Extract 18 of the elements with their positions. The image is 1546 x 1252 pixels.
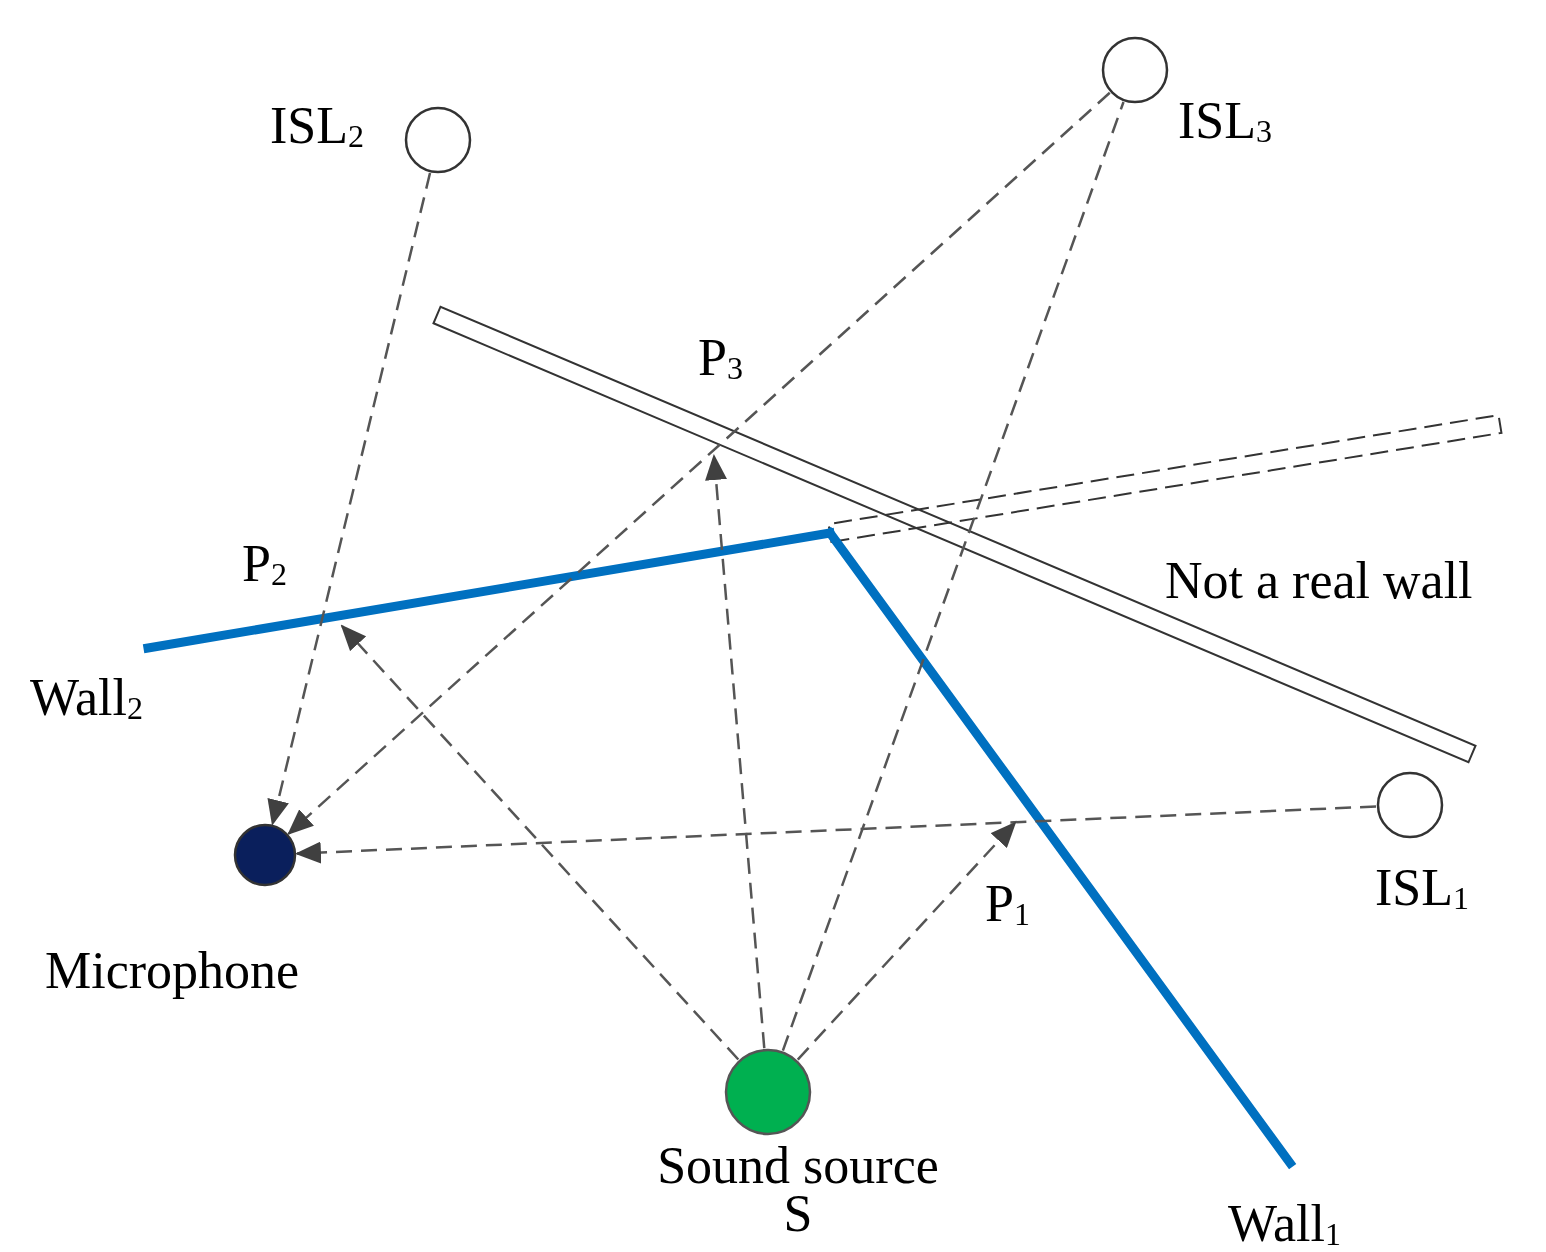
arrow — [796, 821, 1017, 1061]
dashed-line — [781, 101, 1125, 1051]
microphone-label: Microphone — [45, 945, 300, 997]
arrow — [267, 172, 432, 826]
wall-label: Not a real wall — [1165, 555, 1473, 607]
arrow — [287, 91, 1111, 835]
reflection-point-label: P$_{2}$ — [242, 538, 287, 594]
wall-label: Wall$_{1}$ — [1228, 1198, 1341, 1252]
source-label: Sound source S — [656, 1142, 940, 1238]
reflection-point-label: P$_{3}$ — [698, 332, 743, 388]
image-source-label: ISL$_{2}$ — [270, 100, 364, 156]
arrow — [294, 805, 1377, 864]
arrow — [340, 624, 740, 1061]
image-source-label: ISL$_{1}$ — [1375, 862, 1469, 918]
image-source-label: ISL$_{3}$ — [1178, 95, 1272, 151]
wall-label: Wall$_{2}$ — [30, 672, 143, 728]
arrow — [705, 454, 766, 1049]
reflection-point-label: P$_{1}$ — [985, 878, 1030, 934]
